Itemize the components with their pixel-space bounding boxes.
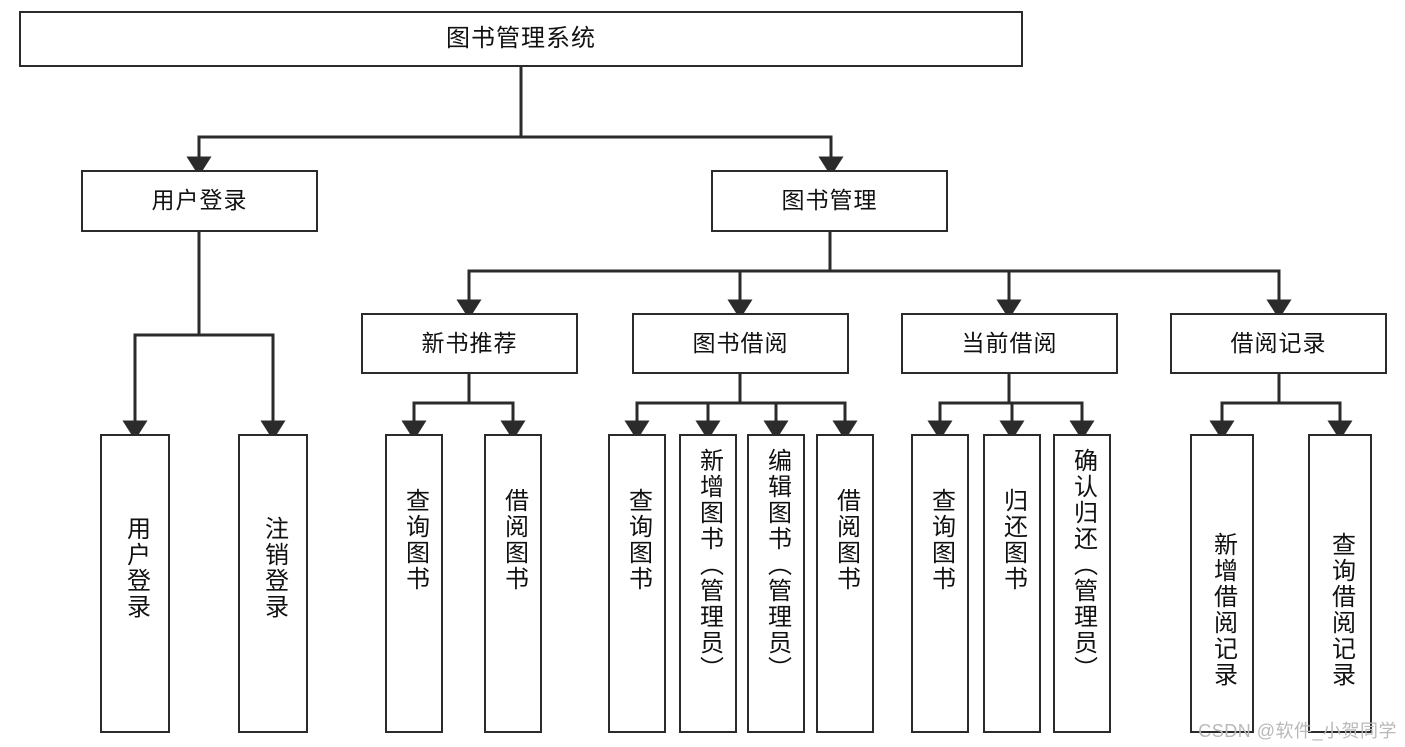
node-root-system[interactable]: 图书管理系统 [19,11,1023,67]
node-current-borrow[interactable]: 当前借阅 [901,313,1118,374]
leaf-query-book-3-label: 查询图书 [927,488,955,592]
leaf-edit-book-label: 编辑图书（管理员） [763,448,791,682]
leaf-query-borrow-record[interactable]: 查询借阅记录 [1308,434,1372,733]
node-user-login-label: 用户登录 [151,187,248,214]
leaf-user-login-label: 用户登录 [122,516,150,620]
leaf-return-book-label: 归还图书 [999,488,1027,592]
leaf-logout-login[interactable]: 注销登录 [238,434,308,733]
leaf-query-book-2[interactable]: 查询图书 [608,434,666,733]
node-current-borrow-label: 当前借阅 [961,329,1058,356]
leaf-query-book-1-label: 查询图书 [401,488,429,592]
node-book-management[interactable]: 图书管理 [711,170,948,232]
node-root-system-label: 图书管理系统 [446,24,596,52]
csdn-watermark: CSDN @软件_小贺同学 [1198,721,1397,741]
node-borrow-record[interactable]: 借阅记录 [1170,313,1387,374]
leaf-edit-book[interactable]: 编辑图书（管理员） [747,434,805,733]
leaf-confirm-return[interactable]: 确认归还（管理员） [1053,434,1111,733]
leaf-logout-login-label: 注销登录 [260,516,288,620]
node-book-borrow-label: 图书借阅 [692,329,789,356]
node-new-book-recommendation-label: 新书推荐 [421,329,518,356]
leaf-query-book-2-label: 查询图书 [624,488,652,592]
leaf-borrow-book-1-label: 借阅图书 [500,488,528,592]
node-user-login[interactable]: 用户登录 [81,170,318,232]
node-borrow-record-label: 借阅记录 [1230,329,1327,356]
leaf-user-login[interactable]: 用户登录 [100,434,170,733]
leaf-add-borrow-record[interactable]: 新增借阅记录 [1190,434,1254,733]
leaf-add-borrow-record-label: 新增借阅记录 [1209,532,1237,688]
leaf-confirm-return-label: 确认归还（管理员） [1069,448,1097,682]
leaf-borrow-book-1[interactable]: 借阅图书 [484,434,542,733]
node-book-borrow[interactable]: 图书借阅 [632,313,849,374]
leaf-query-book-1[interactable]: 查询图书 [385,434,443,733]
leaf-query-book-3[interactable]: 查询图书 [911,434,969,733]
leaf-add-book-label: 新增图书（管理员） [695,448,723,682]
leaf-borrow-book-2[interactable]: 借阅图书 [816,434,874,733]
leaf-add-book[interactable]: 新增图书（管理员） [679,434,737,733]
leaf-borrow-book-2-label: 借阅图书 [832,488,860,592]
node-book-management-label: 图书管理 [781,187,878,214]
leaf-return-book[interactable]: 归还图书 [983,434,1041,733]
leaf-query-borrow-record-label: 查询借阅记录 [1327,532,1355,688]
node-new-book-recommendation[interactable]: 新书推荐 [361,313,578,374]
